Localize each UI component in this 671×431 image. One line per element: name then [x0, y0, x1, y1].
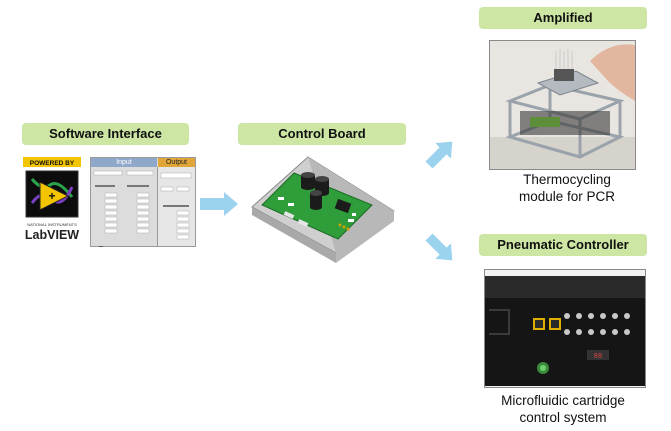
- svg-text:88: 88: [594, 353, 602, 361]
- control-board-image: [248, 153, 396, 265]
- label-software-interface: Software Interface: [22, 123, 189, 145]
- thermocycling-module-photo: [489, 40, 636, 170]
- thermocycling-caption-line2: module for PCR: [518, 189, 616, 204]
- logo-instruments-text: NATIONAL INSTRUMENTS: [27, 222, 77, 227]
- microfluidic-caption: Microfluidic cartridge control system: [474, 392, 652, 426]
- panel-input-title: Input: [116, 159, 132, 166]
- panel-output-title: Output: [165, 159, 187, 166]
- svg-text:+: +: [48, 189, 55, 203]
- arrow-control-to-amplified: [424, 136, 458, 170]
- microfluidic-caption-line2: control system: [519, 410, 607, 425]
- thermocycling-caption-line1: Thermocycling: [523, 172, 611, 187]
- panel-input-header: [91, 158, 157, 167]
- arrow-control-to-pneumatic: [424, 232, 458, 266]
- label-control-board: Control Board: [238, 123, 406, 145]
- software-panel-screenshot: Input Output: [90, 157, 196, 247]
- panel-output-header: [158, 158, 195, 167]
- arrow-software-to-control: [200, 192, 240, 216]
- thermocycling-caption: Thermocycling module for PCR: [482, 171, 652, 205]
- panel-underscore: [99, 246, 103, 247]
- logo-powered-by-text: POWERED BY: [30, 160, 75, 167]
- pneumatic-controller-photo: 88: [484, 269, 646, 388]
- label-pneumatic-controller: Pneumatic Controller: [479, 234, 647, 256]
- label-amplified: Amplified: [479, 7, 647, 29]
- labview-logo: POWERED BY + NATIONAL INSTRUMENTS LabVIE…: [20, 157, 84, 245]
- logo-product-text: LabVIEW: [25, 228, 79, 242]
- microfluidic-caption-line1: Microfluidic cartridge: [501, 393, 625, 408]
